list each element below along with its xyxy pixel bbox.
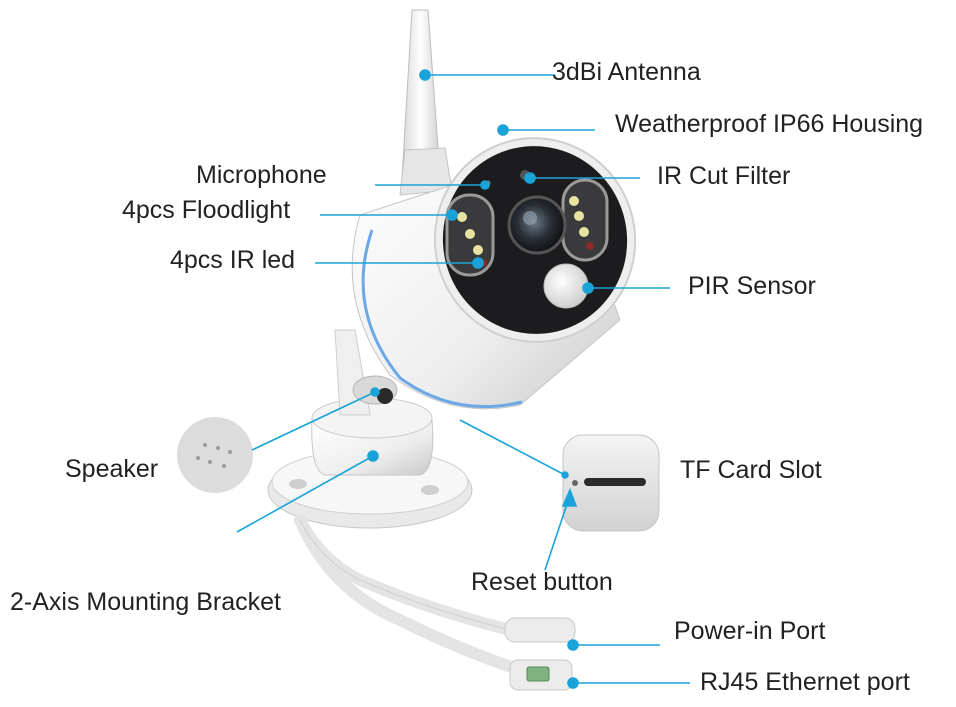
label-pir: PIR Sensor [688, 272, 816, 300]
label-bracket: 2-Axis Mounting Bracket [10, 588, 281, 616]
tf-card-inset [562, 434, 660, 532]
speaker-inset [177, 417, 253, 493]
label-floodlight: 4pcs Floodlight [122, 196, 291, 224]
label-tf-slot: TF Card Slot [680, 456, 822, 484]
label-ir-led: 4pcs IR led [170, 246, 296, 274]
label-housing: Weatherproof IP66 Housing [615, 110, 924, 138]
label-microphone: Microphone [196, 161, 327, 189]
callout-lines [236, 69, 690, 689]
label-antenna: 3dBi Antenna [552, 58, 701, 86]
antenna-graphic [399, 9, 453, 196]
label-reset: Reset button [471, 568, 613, 596]
cables-graphic [294, 514, 576, 691]
label-rj45: RJ45 Ethernet port [700, 668, 910, 696]
label-power: Power-in Port [674, 617, 826, 645]
label-ir-cut: IR Cut Filter [657, 162, 791, 190]
label-speaker: Speaker [65, 455, 159, 483]
